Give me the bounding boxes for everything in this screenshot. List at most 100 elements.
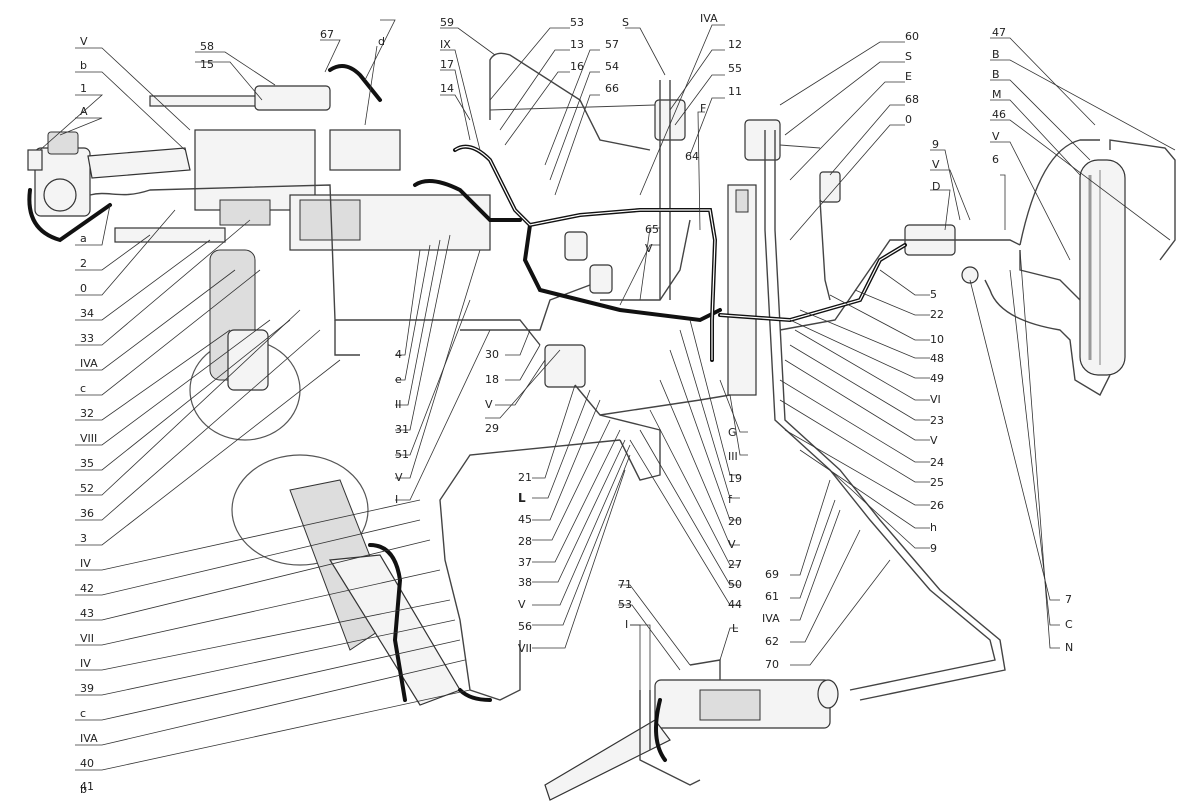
part-labels: V b 1 A a 2 0 34 33 IVA c 32 VIII 35 52 … [80, 12, 1073, 793]
label-VI: VI [930, 393, 941, 406]
label-D: D [932, 180, 940, 193]
label-7: 7 [1065, 593, 1072, 606]
label-VII: VII [518, 642, 532, 655]
label-14: 14 [440, 82, 454, 95]
label-34: 34 [80, 307, 94, 320]
label-47: 47 [992, 26, 1006, 39]
label-44: 44 [728, 598, 742, 611]
label-61: 61 [765, 590, 779, 603]
label-VII: VII [80, 632, 94, 645]
label-c: c [80, 707, 86, 720]
label-48: 48 [930, 352, 944, 365]
label-VIII: VIII [80, 432, 97, 445]
label-G: G [728, 426, 737, 439]
label-15: 15 [200, 58, 214, 71]
label-53: 53 [570, 16, 584, 29]
label-37: 37 [518, 556, 532, 569]
label-12: 12 [728, 38, 742, 51]
label-L: L [732, 622, 739, 635]
label-A: A [80, 105, 88, 118]
label-45: 45 [518, 513, 532, 526]
label-4: 4 [395, 348, 402, 361]
label-B: B [992, 48, 1000, 61]
label-d: d [378, 35, 385, 48]
label-62: 62 [765, 635, 779, 648]
label-f: f [728, 493, 733, 506]
label-51: 51 [395, 448, 409, 461]
label-66: 66 [605, 82, 619, 95]
pump-assembly [27, 131, 91, 217]
label-V: V [932, 158, 940, 171]
label-E: E [905, 70, 912, 83]
label-F: F [700, 102, 706, 115]
label-70: 70 [765, 658, 779, 671]
label-e: e [395, 373, 402, 386]
label-S: S [622, 16, 629, 29]
label-20: 20 [728, 515, 742, 528]
label-h: h [930, 521, 937, 534]
label-9: 9 [930, 542, 937, 555]
label-39: 39 [80, 682, 94, 695]
label-V: V [395, 471, 403, 484]
label-28: 28 [518, 535, 532, 548]
label-16: 16 [570, 60, 584, 73]
label-64: 64 [685, 150, 699, 163]
label-0: 0 [905, 113, 912, 126]
label-36: 36 [80, 507, 94, 520]
label-S: S [905, 50, 912, 63]
label-V: V [485, 398, 493, 411]
label-0: 0 [80, 282, 87, 295]
label-2: 2 [80, 257, 87, 270]
leader-lines [39, 19, 1176, 771]
label-B: B [992, 68, 1000, 81]
label-17: 17 [440, 58, 454, 71]
label-IX: IX [440, 38, 451, 51]
label-35: 35 [80, 457, 94, 470]
label-50: 50 [728, 578, 742, 591]
label-V: V [930, 434, 938, 447]
label-5: 5 [930, 288, 937, 301]
label-23: 23 [930, 414, 944, 427]
label-N: N [1065, 641, 1073, 654]
label-52: 52 [80, 482, 94, 495]
label-9: 9 [932, 138, 939, 151]
label-13: 13 [570, 38, 584, 51]
drawing-components [27, 85, 1126, 801]
label-IV: IV [80, 657, 91, 670]
label-69: 69 [765, 568, 779, 581]
label-25: 25 [930, 476, 944, 489]
label-30: 30 [485, 348, 499, 361]
label-I: I [625, 618, 628, 631]
label-56: 56 [518, 620, 532, 633]
label-6: 6 [992, 153, 999, 166]
label-C: C [1065, 618, 1073, 631]
pipework [27, 52, 1176, 786]
label-60: 60 [905, 30, 919, 43]
label-31: 31 [395, 423, 409, 436]
label-V: V [518, 598, 526, 611]
front-brake-upper [189, 249, 301, 441]
label-L: L [518, 491, 526, 505]
label-55: 55 [728, 62, 742, 75]
label-41: 41 [80, 780, 94, 793]
label-68: 68 [905, 93, 919, 106]
label-57: 57 [605, 38, 619, 51]
label-54: 54 [605, 60, 619, 73]
label-a: a [80, 232, 87, 245]
label-59: 59 [440, 16, 454, 29]
label-58: 58 [200, 40, 214, 53]
label-71: 71 [618, 578, 632, 591]
label-29: 29 [485, 422, 499, 435]
label-43: 43 [80, 607, 94, 620]
label-V: V [728, 538, 736, 551]
label-33: 33 [80, 332, 94, 345]
label-42: 42 [80, 582, 94, 595]
label-III: III [728, 450, 738, 463]
label-IVA: IVA [80, 357, 98, 370]
accumulator [1079, 159, 1126, 376]
label-3: 3 [80, 532, 87, 545]
label-I: I [395, 493, 398, 506]
shafts [87, 85, 491, 251]
label-19: 19 [728, 472, 742, 485]
